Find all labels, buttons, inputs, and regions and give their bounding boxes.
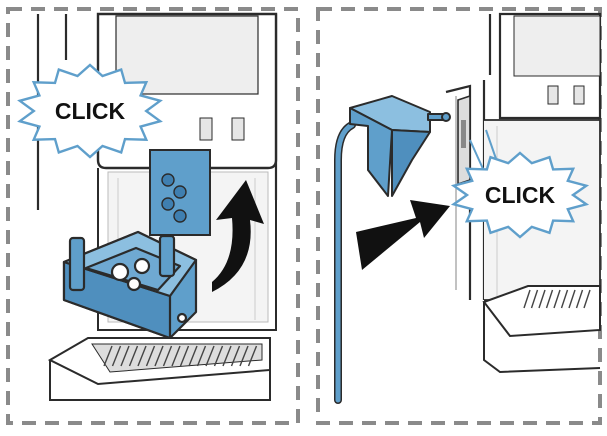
drip-tray-2 [482,285,601,374]
grille-bar [575,289,584,309]
grille-bar [196,345,207,367]
grille-bar [553,289,561,309]
insert-up-arrow [212,180,264,292]
drip-tray [47,337,271,401]
grille-bar [213,345,224,367]
grille-bar [560,289,569,309]
grille-bar [530,289,539,309]
grille-bar [568,289,576,309]
click-label-2: CLICK [485,182,556,208]
grille-bar [523,289,531,309]
display-screen [115,15,259,95]
grille-bar [111,345,122,367]
insert-right-arrow [356,200,450,270]
grille-bar [188,345,198,367]
grille-bar [538,289,546,309]
grille-bar [137,345,147,367]
panel-1-frame [6,7,300,425]
grille-bar [222,345,232,367]
grille-bar [145,345,156,367]
display-corner [498,12,602,120]
grille-bar [162,345,173,367]
grille-bar [120,345,130,367]
click-label-1: CLICK [55,98,126,124]
grille-bar [545,289,554,309]
grille-bar [239,345,249,367]
brewing-unit-tray [62,230,198,340]
panel-step-1: CLICK [6,7,300,425]
grille-bar [179,345,190,367]
socket-slot [457,94,471,186]
grille-bar [171,345,181,367]
grille-bar [103,345,113,367]
hose-connector [349,95,451,197]
brewing-unit-rail [149,149,211,236]
grille-bar [583,289,591,309]
grille-bar [128,345,139,367]
click-callout-2: CLICK [450,129,590,239]
click-callout-1: CLICK [17,63,163,159]
grille-bar [154,345,164,367]
panel-step-2: CLICK [316,7,602,425]
grille-bar [230,345,241,367]
drip-tray-grille [103,345,258,367]
grille-bar [205,345,215,367]
grille-bar [247,345,258,367]
